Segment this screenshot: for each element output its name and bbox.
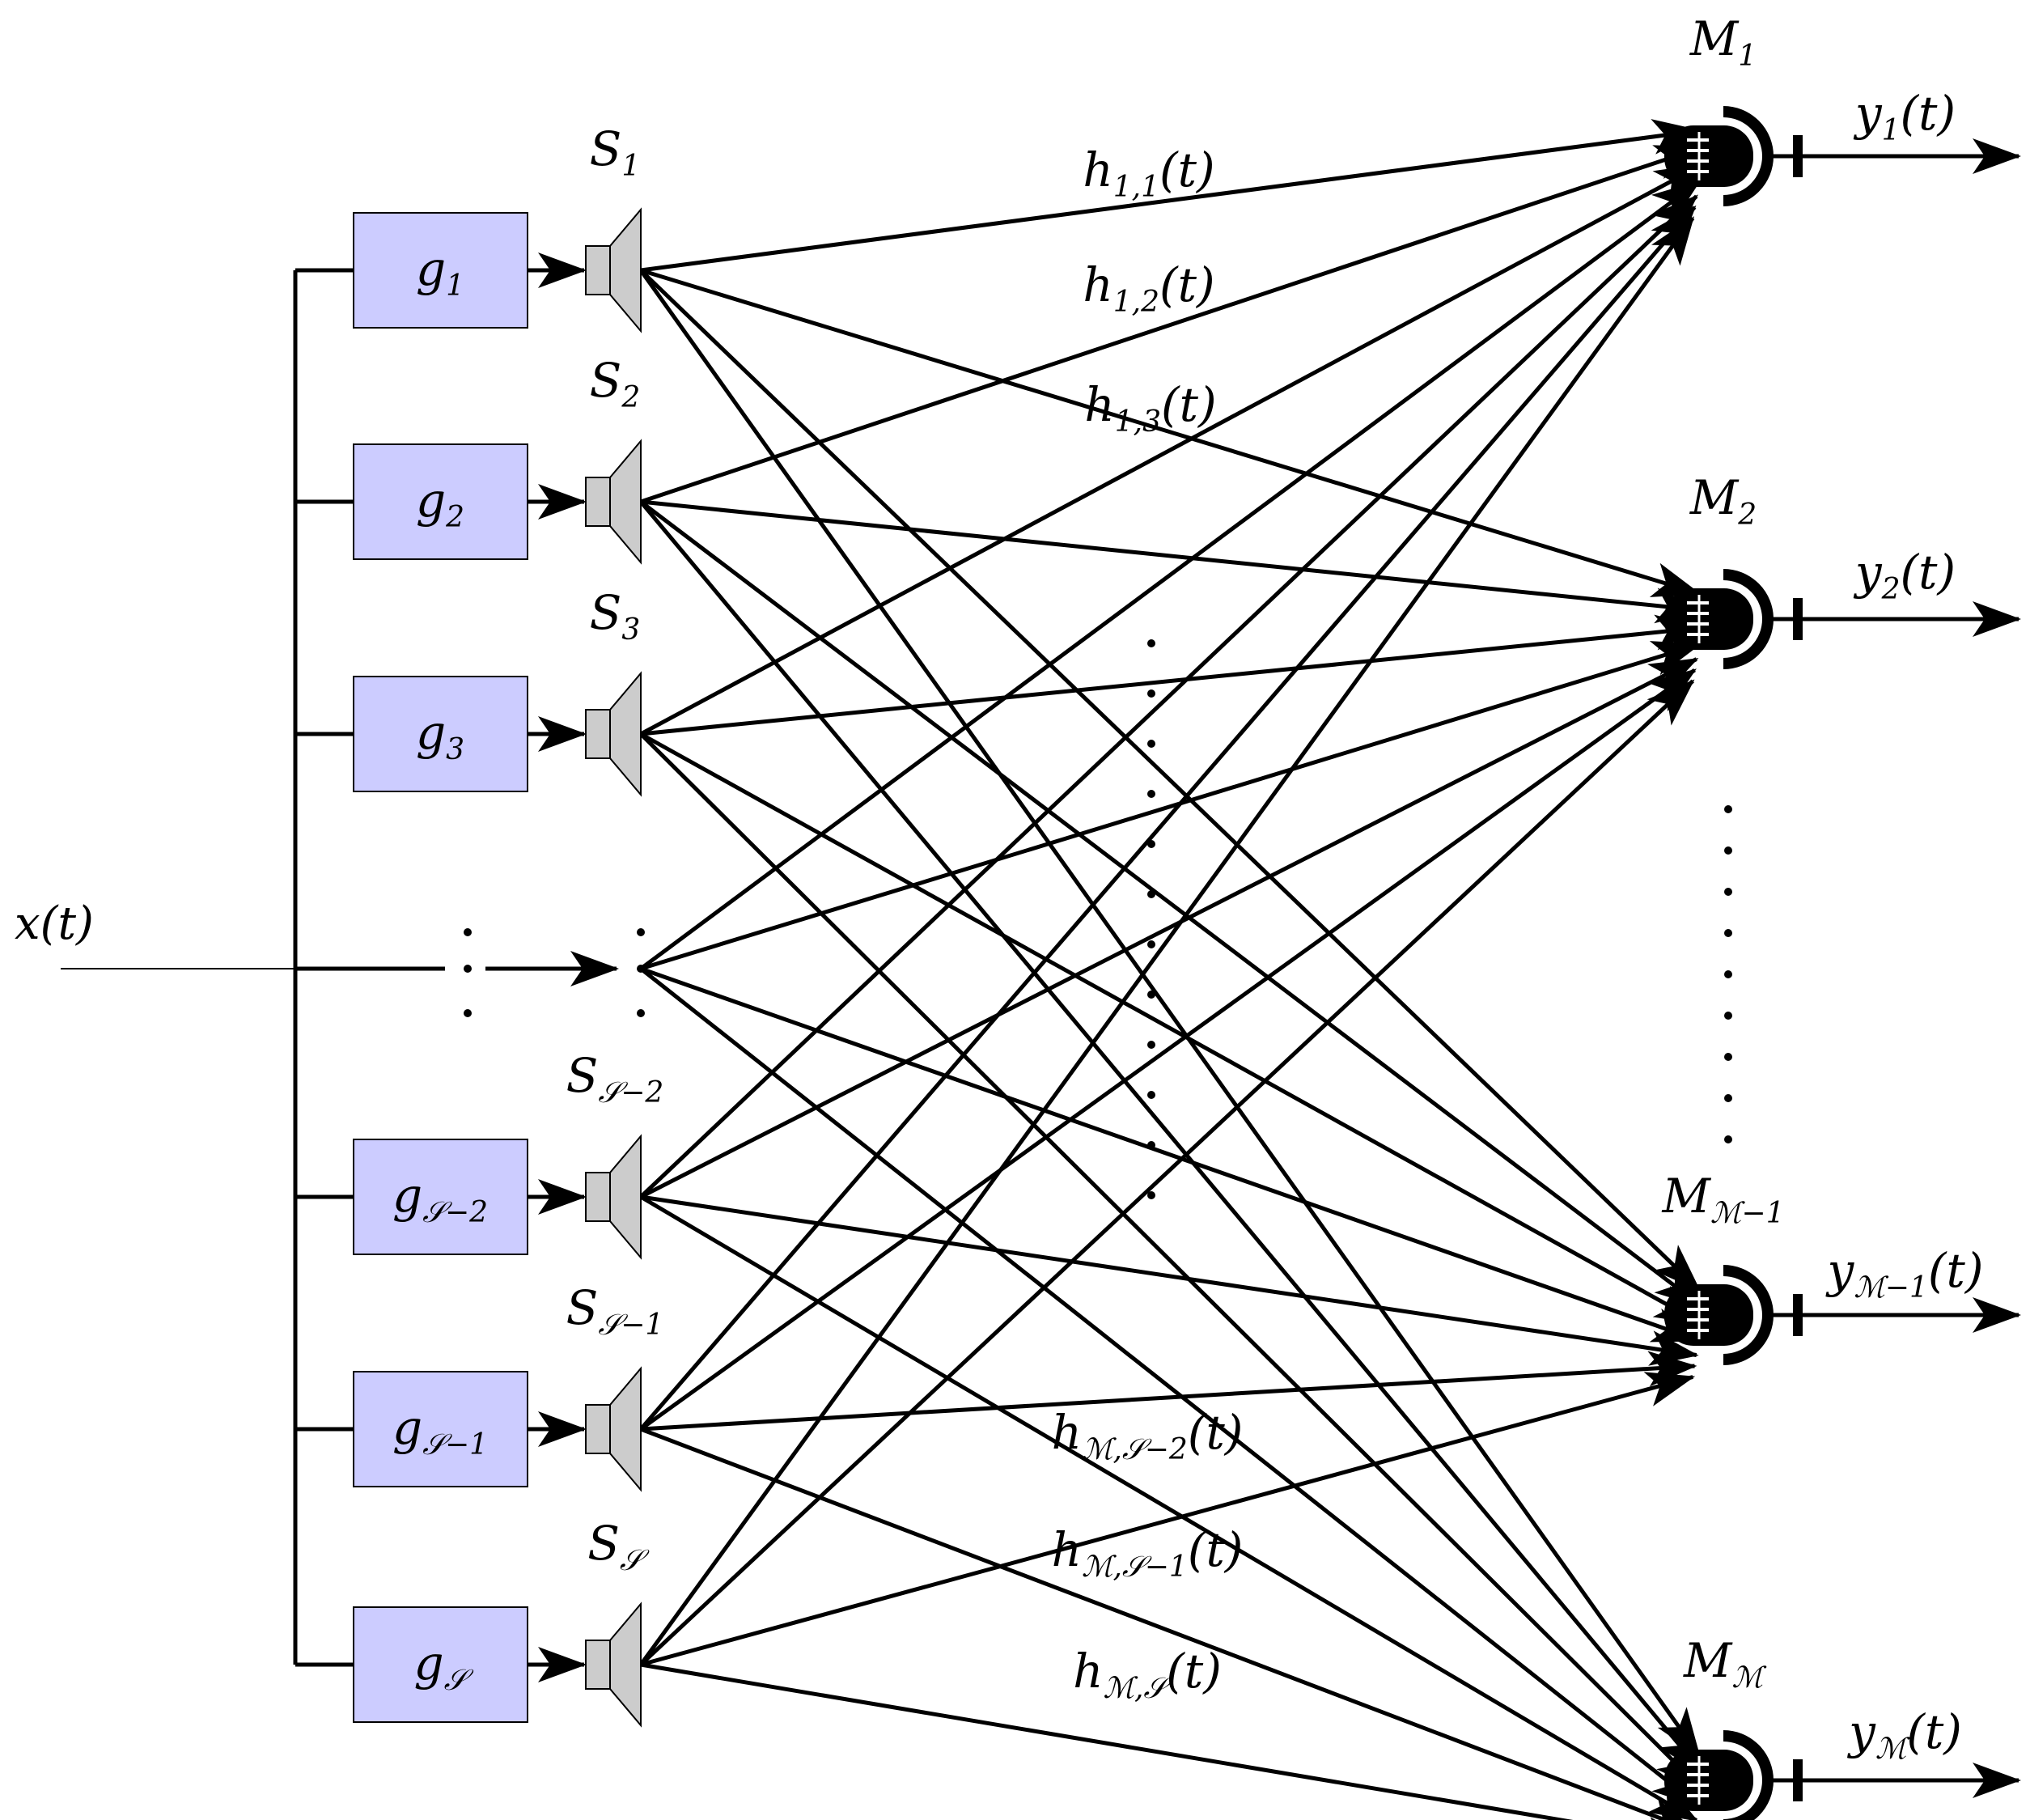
speaker-label: S𝒮−2 bbox=[566, 1048, 664, 1109]
speaker-label: S2 bbox=[590, 353, 641, 414]
microphone-label: M1 bbox=[1689, 11, 1757, 73]
acoustic-path bbox=[639, 732, 1704, 1791]
input-label: x(t) bbox=[15, 897, 94, 950]
output-label: y1(t) bbox=[1853, 86, 1956, 147]
filter-box bbox=[353, 676, 528, 792]
acoustic-path bbox=[640, 119, 1702, 273]
path-labels: h1,1(t) h1,2(t) h1,3(t) hℳ,𝒮−2(t) hℳ,𝒮−1(t) h… bbox=[1052, 142, 1244, 1705]
acoustic-path bbox=[640, 1372, 1696, 1667]
path-label: h1,2(t) bbox=[1083, 257, 1214, 319]
loudspeaker-icon bbox=[585, 1602, 642, 1728]
loudspeaker-icon bbox=[585, 1366, 642, 1492]
microphone-icon bbox=[1664, 1730, 1803, 1820]
microphone-label: M2 bbox=[1689, 470, 1757, 532]
filter-label: g2 bbox=[416, 473, 464, 534]
filter-row: g𝒮−1 S𝒮−1 bbox=[295, 1280, 664, 1492]
acoustic-path bbox=[639, 1194, 1699, 1820]
acoustic-paths bbox=[638, 119, 1705, 1820]
acoustic-path bbox=[639, 269, 1701, 1292]
loudspeaker-icon bbox=[585, 207, 642, 333]
acoustic-path bbox=[639, 679, 1695, 1666]
speaker-label: S3 bbox=[590, 585, 641, 647]
acoustic-path bbox=[639, 668, 1697, 1432]
acoustic-path bbox=[639, 194, 1698, 1198]
acoustic-path bbox=[640, 1427, 1697, 1820]
loudspeaker-icon bbox=[585, 439, 642, 565]
speaker-label: S𝒮−1 bbox=[566, 1280, 664, 1342]
path-label: h1,1(t) bbox=[1083, 142, 1214, 204]
acoustic-path bbox=[640, 614, 1705, 736]
acoustic-path bbox=[639, 500, 1704, 1309]
filter-row: g2 S2 bbox=[295, 353, 642, 565]
microphones: M1 y1(t) M2 y2(t) Mℳ−1 yℳ−1(t) Mℳ yℳ(t) bbox=[1662, 11, 2021, 1820]
filter-row: g1 S1 bbox=[295, 121, 642, 333]
path-label: hℳ,𝒮(t) bbox=[1073, 1644, 1222, 1705]
acoustic-path bbox=[639, 732, 1704, 1326]
filter-row: g𝒮−2 S𝒮−2 bbox=[295, 1048, 664, 1260]
path-label: hℳ,𝒮−2(t) bbox=[1052, 1405, 1244, 1466]
microphone: M1 y1(t) bbox=[1664, 11, 2021, 206]
microphone-label: Mℳ−1 bbox=[1662, 1169, 1785, 1230]
speaker-label: S𝒮 bbox=[587, 1516, 650, 1577]
microphone-label: Mℳ bbox=[1683, 1633, 1766, 1695]
filter-label: g1 bbox=[416, 241, 464, 303]
microphone: M2 y2(t) bbox=[1664, 470, 2021, 669]
input-signal: x(t) bbox=[15, 270, 298, 1665]
loudspeaker-icon bbox=[585, 1134, 642, 1260]
ellipsis-microphones bbox=[1724, 805, 1732, 1143]
acoustic-path bbox=[640, 145, 1705, 504]
acoustic-path bbox=[640, 1662, 1696, 1820]
filter-box bbox=[353, 443, 528, 560]
acoustic-path bbox=[638, 269, 1701, 1757]
acoustic-path bbox=[639, 657, 1699, 1199]
acoustic-path bbox=[640, 499, 1705, 624]
acoustic-path bbox=[639, 180, 1702, 971]
filter-box bbox=[353, 1606, 528, 1723]
microphone-icon bbox=[1664, 1265, 1803, 1365]
filter-box bbox=[353, 1371, 528, 1487]
microphone: Mℳ−1 yℳ−1(t) bbox=[1662, 1169, 2021, 1365]
microphone-icon bbox=[1664, 106, 1803, 206]
acoustic-path bbox=[639, 205, 1697, 1431]
filter-box bbox=[353, 212, 528, 329]
output-label: yℳ−1(t) bbox=[1825, 1243, 1984, 1305]
acoustic-path bbox=[640, 268, 1702, 597]
microphone: Mℳ yℳ(t) bbox=[1664, 1633, 2021, 1820]
path-label: h1,3(t) bbox=[1084, 377, 1216, 439]
acoustic-path bbox=[639, 163, 1704, 736]
output-label: yℳ(t) bbox=[1846, 1704, 1962, 1766]
acoustic-path bbox=[640, 966, 1702, 1343]
acoustic-path bbox=[640, 641, 1702, 971]
acoustic-path bbox=[640, 1351, 1697, 1432]
ellipsis-row bbox=[295, 928, 645, 1017]
filter-label: g𝒮−2 bbox=[392, 1168, 488, 1229]
acoustic-path bbox=[640, 1194, 1699, 1366]
path-label: hℳ,𝒮−1(t) bbox=[1052, 1522, 1244, 1584]
filter-row: g3 S3 bbox=[295, 585, 642, 797]
loudspeaker-icon bbox=[585, 671, 642, 797]
speaker-label: S1 bbox=[590, 121, 641, 183]
output-label: y2(t) bbox=[1853, 545, 1956, 606]
acoustic-path bbox=[639, 500, 1704, 1774]
ellipsis-paths bbox=[1147, 639, 1155, 1199]
filter-box bbox=[353, 1139, 528, 1255]
filter-label: g3 bbox=[416, 705, 464, 766]
filter-label: g𝒮−1 bbox=[392, 1400, 488, 1462]
acoustic-path bbox=[638, 216, 1695, 1666]
